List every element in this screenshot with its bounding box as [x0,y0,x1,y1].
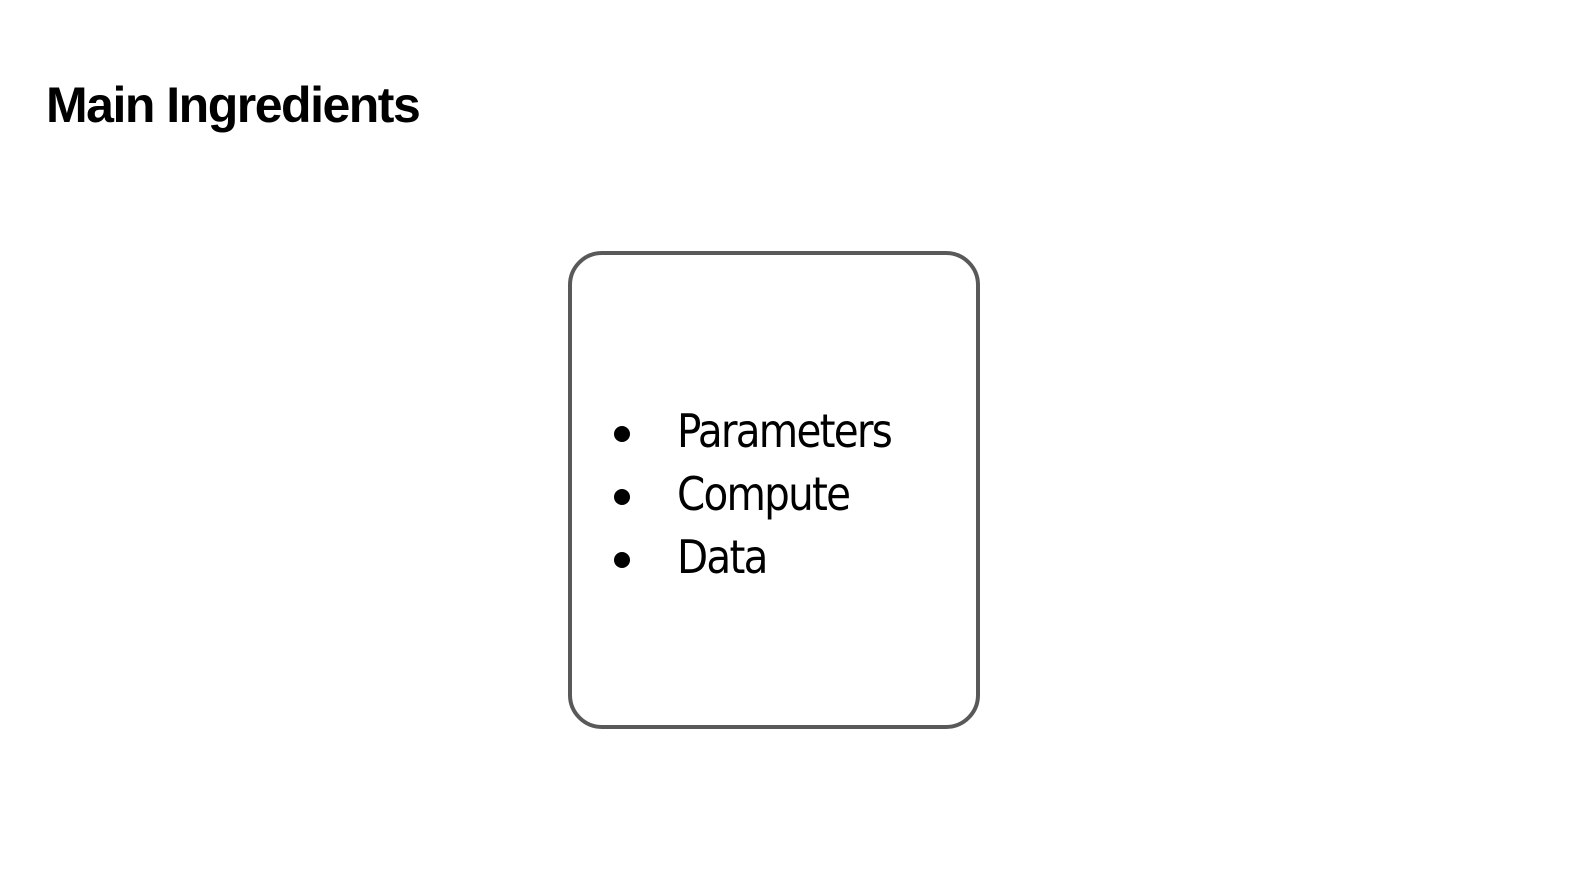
list-item: Compute [614,463,920,526]
list-item: Parameters [614,400,920,463]
ingredients-list: Parameters Compute Data [572,400,920,589]
ingredient-label: Compute [677,467,851,521]
ingredient-label: Parameters [677,404,893,458]
bullet-dot-icon [614,552,630,568]
slide-title: Main Ingredients [46,77,421,133]
bullet-dot-icon [614,489,630,505]
bullet-dot-icon [614,426,630,442]
ingredients-box: Parameters Compute Data [568,251,980,729]
list-item: Data [614,526,920,589]
ingredient-label: Data [677,530,768,584]
